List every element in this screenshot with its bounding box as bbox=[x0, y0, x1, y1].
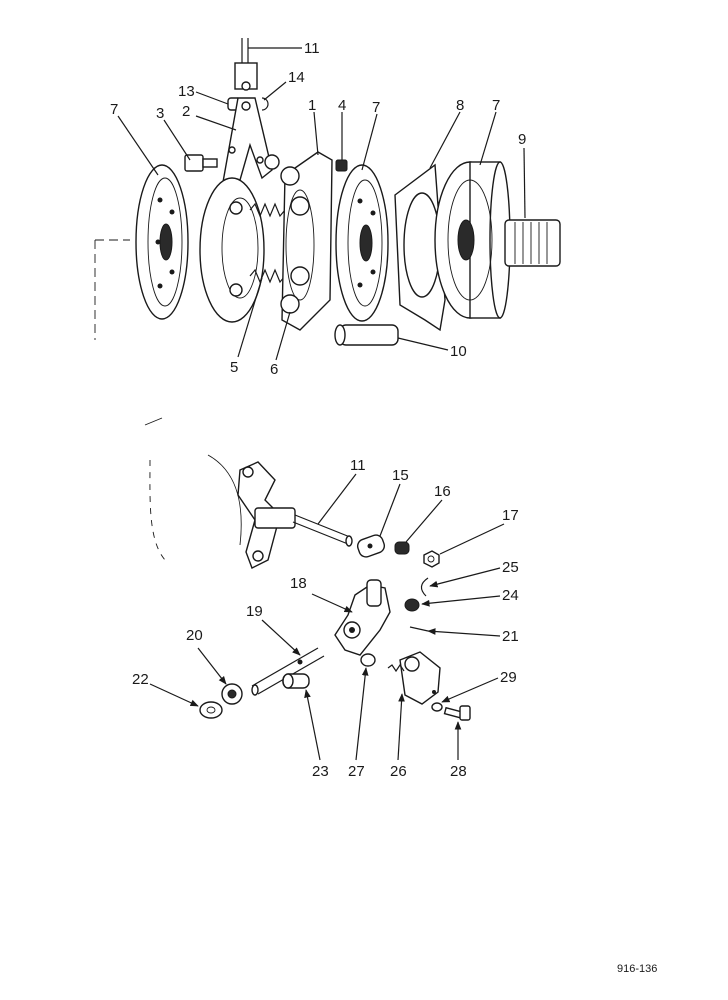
label-28: 28 bbox=[450, 763, 467, 780]
part-labels: 11 13 14 2 7 3 1 4 7 8 7 9 10 5 6 11 15 … bbox=[110, 40, 526, 780]
leader-27 bbox=[355, 667, 369, 761]
washer-29 bbox=[431, 702, 443, 712]
label-26: 26 bbox=[390, 763, 407, 780]
leader-7c bbox=[479, 111, 497, 166]
upper-assembly bbox=[94, 38, 561, 346]
lower-assembly bbox=[144, 417, 471, 721]
nut-16 bbox=[394, 541, 410, 555]
label-5: 5 bbox=[230, 359, 238, 376]
leader-5 bbox=[237, 277, 263, 358]
leader-13 bbox=[195, 91, 229, 105]
leader-6 bbox=[275, 311, 291, 361]
leader-7a bbox=[117, 115, 159, 176]
label-7-right: 7 bbox=[492, 97, 500, 114]
balls-6 bbox=[280, 166, 310, 314]
label-16: 16 bbox=[434, 483, 451, 500]
label-25: 25 bbox=[502, 559, 519, 576]
label-3: 3 bbox=[156, 105, 164, 122]
label-24: 24 bbox=[502, 587, 519, 604]
label-15: 15 bbox=[392, 467, 409, 484]
label-1: 1 bbox=[308, 97, 316, 114]
leader-19 bbox=[261, 619, 301, 656]
label-13: 13 bbox=[178, 83, 195, 100]
bolt-3 bbox=[184, 154, 218, 172]
washer-24 bbox=[404, 598, 420, 612]
clevis-15 bbox=[356, 534, 386, 558]
rod-top bbox=[234, 38, 258, 91]
leader-3 bbox=[163, 119, 191, 161]
leader-23 bbox=[304, 689, 321, 761]
splined-shaft-9 bbox=[504, 219, 561, 267]
leader-11b bbox=[317, 473, 357, 525]
leader-21 bbox=[427, 628, 501, 637]
label-14: 14 bbox=[288, 69, 305, 86]
label-11-lower: 11 bbox=[350, 457, 366, 474]
brake-disc-middle bbox=[335, 164, 389, 322]
brake-disc-left bbox=[135, 164, 189, 320]
adjuster-26 bbox=[387, 651, 441, 705]
label-29: 29 bbox=[500, 669, 517, 686]
label-8: 8 bbox=[456, 97, 464, 114]
washer-22 bbox=[199, 701, 223, 719]
bolt-28 bbox=[443, 705, 471, 721]
washer-27 bbox=[360, 653, 376, 667]
rod-lower bbox=[292, 514, 353, 547]
leader-20 bbox=[197, 647, 227, 685]
leader-22 bbox=[149, 683, 199, 707]
label-27: 27 bbox=[348, 763, 365, 780]
label-11-top: 11 bbox=[304, 40, 320, 57]
pressure-plate-left bbox=[199, 154, 280, 323]
seal-20 bbox=[221, 683, 243, 705]
label-18: 18 bbox=[290, 575, 307, 592]
leader-15 bbox=[379, 483, 401, 537]
leader-26 bbox=[397, 693, 405, 761]
leader-24 bbox=[421, 595, 501, 607]
leader-14 bbox=[263, 81, 287, 101]
label-23: 23 bbox=[312, 763, 329, 780]
pin-21 bbox=[409, 626, 429, 632]
label-22: 22 bbox=[132, 671, 149, 688]
leader-17 bbox=[439, 523, 505, 555]
clip-14 bbox=[261, 97, 269, 111]
label-20: 20 bbox=[186, 627, 203, 644]
clip-25 bbox=[420, 577, 429, 597]
axis-line-left bbox=[94, 239, 130, 340]
label-17: 17 bbox=[502, 507, 519, 524]
leader-2 bbox=[195, 115, 237, 131]
lever-bracket bbox=[237, 461, 296, 569]
label-19: 19 bbox=[246, 603, 263, 620]
leader-16 bbox=[405, 499, 443, 543]
label-6: 6 bbox=[270, 361, 278, 378]
leader-10 bbox=[397, 337, 449, 351]
label-21: 21 bbox=[502, 628, 519, 645]
label-7-left: 7 bbox=[110, 101, 118, 118]
springs-5 bbox=[249, 202, 286, 284]
bellcrank-18 bbox=[334, 579, 391, 656]
label-9: 9 bbox=[518, 131, 526, 148]
pin-10 bbox=[334, 324, 399, 346]
leader-lines-lower bbox=[149, 473, 505, 761]
nut-17 bbox=[423, 550, 440, 568]
leader-25 bbox=[429, 567, 501, 588]
leader-18 bbox=[311, 593, 353, 613]
leader-9 bbox=[523, 147, 526, 219]
label-10: 10 bbox=[450, 343, 467, 360]
label-2: 2 bbox=[182, 103, 190, 120]
leader-29 bbox=[441, 677, 499, 703]
label-4: 4 bbox=[338, 97, 346, 114]
leader-1 bbox=[313, 111, 319, 156]
pin-23 bbox=[282, 673, 310, 689]
nut-4 bbox=[335, 159, 348, 172]
label-7-middle: 7 bbox=[372, 99, 380, 116]
leader-8 bbox=[429, 111, 461, 169]
drawing-reference-number: 916-136 bbox=[617, 963, 658, 975]
leader-7b bbox=[361, 113, 378, 171]
brake-disc-right bbox=[434, 161, 511, 319]
plate-8 bbox=[394, 163, 446, 332]
leader-lines-upper bbox=[117, 47, 526, 361]
